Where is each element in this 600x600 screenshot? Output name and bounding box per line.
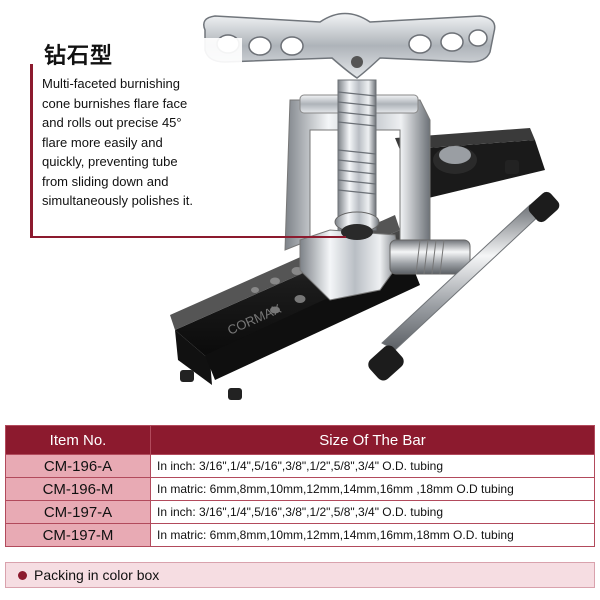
- table-header-row: Item No. Size Of The Bar: [5, 425, 595, 455]
- die-cap: [433, 146, 477, 174]
- packing-note-text: Packing in color box: [34, 567, 160, 583]
- item-number: CM-196-M: [5, 477, 151, 501]
- table-row: CM-197-M In matric: 6mm,8mm,10mm,12mm,14…: [5, 523, 595, 547]
- callout-line: and rolls out precise 45°: [42, 115, 182, 130]
- header-item-no: Item No.: [5, 425, 151, 455]
- callout-title: 钻石型: [44, 44, 114, 69]
- spec-table: Item No. Size Of The Bar CM-196-A In inc…: [5, 425, 595, 547]
- item-number: CM-197-A: [5, 500, 151, 524]
- item-number: CM-197-M: [5, 523, 151, 547]
- bullet-dot-icon: [18, 571, 27, 580]
- callout-line: quickly, preventing tube: [42, 154, 178, 169]
- clamp-screw: [389, 239, 471, 275]
- threaded-spindle: [334, 79, 380, 240]
- item-size: In matric: 6mm,8mm,10mm,12mm,14mm,16mm ,…: [150, 477, 595, 501]
- item-size: In inch: 3/16",1/4",5/16",3/8",1/2",5/8"…: [150, 454, 595, 478]
- table-row: CM-196-M In matric: 6mm,8mm,10mm,12mm,14…: [5, 477, 595, 501]
- item-size: In inch: 3/16",1/4",5/16",3/8",1/2",5/8"…: [150, 500, 595, 524]
- packing-note: Packing in color box: [5, 562, 595, 588]
- item-number: CM-196-A: [5, 454, 151, 478]
- table-row: CM-197-A In inch: 3/16",1/4",5/16",3/8",…: [5, 500, 595, 524]
- callout-line: from sliding down and: [42, 173, 169, 189]
- table-row: CM-196-A In inch: 3/16",1/4",5/16",3/8",…: [5, 454, 595, 478]
- callout-line: cone burnishes flare face: [42, 95, 188, 111]
- callout-accent-bar: [30, 64, 33, 238]
- tommy-bar: [368, 191, 560, 381]
- callout-leader-line: [30, 236, 346, 238]
- callout-line: Multi-faceted burnishing: [42, 76, 181, 91]
- t-handle: [203, 12, 496, 79]
- flaring-tool-illustration: CORMAX: [170, 12, 560, 400]
- callout-line: flare more easily and: [42, 134, 163, 150]
- callout-description: Multi-faceted burnishing cone burnishes …: [42, 74, 242, 211]
- header-size: Size Of The Bar: [150, 425, 595, 455]
- item-size: In matric: 6mm,8mm,10mm,12mm,14mm,16mm,1…: [150, 523, 595, 547]
- callout-line: simultaneously polishes it.: [42, 193, 194, 208]
- callout-panel: [42, 38, 242, 258]
